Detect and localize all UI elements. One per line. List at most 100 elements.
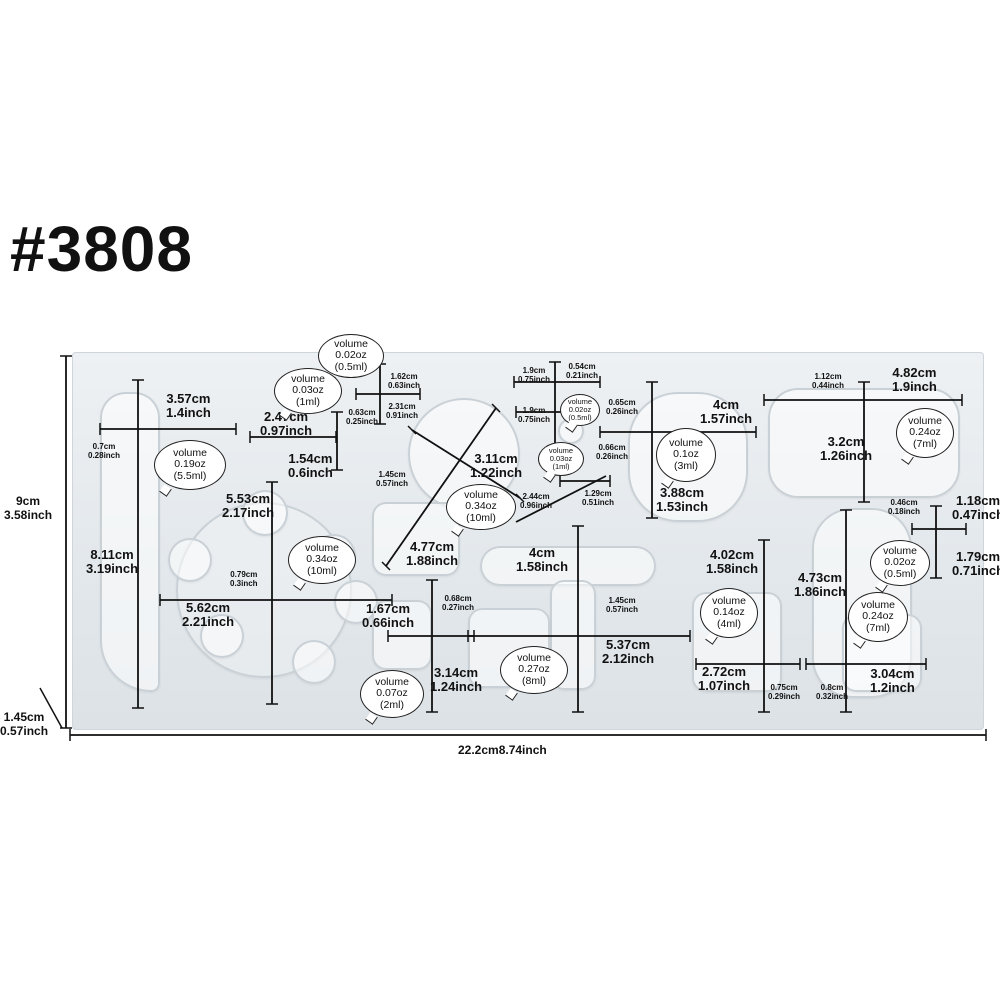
wheel-seat-6 xyxy=(334,580,378,624)
dimension-cm: 1.29cm xyxy=(584,489,612,498)
volume-oz: 0.24oz xyxy=(909,426,941,439)
dimension-cm: 0.68cm xyxy=(444,594,472,603)
volume-word: volume xyxy=(305,541,339,554)
dimension-inch: 0.3inch xyxy=(230,579,258,588)
dimension-cm: 8.11cm xyxy=(90,547,134,562)
dimension-cm: 2.72cm xyxy=(701,664,747,679)
dimension-cm: 1.9cm xyxy=(522,366,546,375)
dimension-inch: 0.47inch xyxy=(952,507,1000,522)
dimension-inch: 1.24inch xyxy=(430,679,483,694)
volume-word: volume xyxy=(291,372,325,385)
dimension-cm: 3.2cm xyxy=(827,434,865,449)
dimension-cm: 4.73cm xyxy=(797,570,843,585)
dimension-inch: 1.4inch xyxy=(166,405,211,420)
volume-word: volume xyxy=(334,337,368,350)
dimension-cm: 0.75cm xyxy=(770,683,798,692)
product-code: #3808 xyxy=(10,213,193,285)
dimension-inch: 0.28inch xyxy=(88,451,121,460)
volume-oz: 0.19oz xyxy=(174,458,206,471)
dimension-inch: 0.57inch xyxy=(606,605,639,614)
volume-oz: 0.03oz xyxy=(549,454,573,463)
dimension-inch: 1.07inch xyxy=(698,678,751,693)
volume-oz: 0.24oz xyxy=(862,610,894,623)
dimension-cm: 3.04cm xyxy=(870,666,915,681)
dimension-inch: 0.44inch xyxy=(812,381,845,390)
dimension-inch: 2.17inch xyxy=(222,505,275,520)
dimension-cm: 1.62cm xyxy=(390,372,418,381)
silicone-mold xyxy=(72,352,984,730)
dimension-inch: 0.21inch xyxy=(566,371,599,380)
wheel-seat-4 xyxy=(200,614,244,658)
dimension-cm: 4.02cm xyxy=(709,547,755,562)
cannon-cavity xyxy=(372,600,432,670)
dimension-cm: 0.79cm xyxy=(230,570,258,579)
dimension-inch: 0.29inch xyxy=(768,692,801,701)
volume-oz: 0.34oz xyxy=(306,553,338,566)
volume-oz: 0.14oz xyxy=(713,606,745,619)
volume-word: volume xyxy=(375,675,409,688)
volume-ml: (10ml) xyxy=(466,511,496,524)
volume-word: volume xyxy=(517,651,551,664)
dimension-inch: 0.63inch xyxy=(388,381,421,390)
volume-word: volume xyxy=(883,544,917,557)
dimension-inch: 0.51inch xyxy=(582,498,615,507)
dimension-cm: 0.8cm xyxy=(820,683,844,692)
volume-word: volume xyxy=(861,598,895,611)
dimension-inch: 1.58inch xyxy=(706,561,759,576)
volume-oz: 0.02oz xyxy=(568,405,592,414)
dimension-cm: 1.54cm xyxy=(288,451,333,466)
dimension-inch: 0.27inch xyxy=(442,603,475,612)
dimension-inch: 0.26inch xyxy=(596,452,629,461)
volume-ml: (4ml) xyxy=(717,617,741,630)
dimension-cm: 1.79cm xyxy=(955,549,1000,564)
volume-oz: 0.34oz xyxy=(465,500,497,513)
dimension-cm: 5.53cm xyxy=(225,491,271,506)
volume-oz: 0.1oz xyxy=(673,448,699,461)
volume-word: volume xyxy=(548,446,574,455)
volume-word: volume xyxy=(173,446,207,459)
dimension-inch: 1.57inch xyxy=(700,411,753,426)
dimension-inch: 0.71inch xyxy=(952,563,1000,578)
dimension-cm: 4.77cm xyxy=(409,539,455,554)
volume-ml: (1ml) xyxy=(552,462,570,471)
dimension-inch: 1.58inch xyxy=(516,559,569,574)
dimension-inch: 0.75inch xyxy=(518,375,551,384)
dimension-cm: 4.82cm xyxy=(892,365,937,380)
dimension-cm: 3.57cm xyxy=(166,391,211,406)
dimension-inch: 0.97inch xyxy=(260,423,313,438)
wheel-seat-2 xyxy=(168,538,212,582)
plane-cavity xyxy=(480,546,656,586)
volume-ml: (2ml) xyxy=(380,698,404,711)
dimension-cm: 3.11cm xyxy=(474,451,518,466)
dimension-inch: 0.91inch xyxy=(386,411,419,420)
